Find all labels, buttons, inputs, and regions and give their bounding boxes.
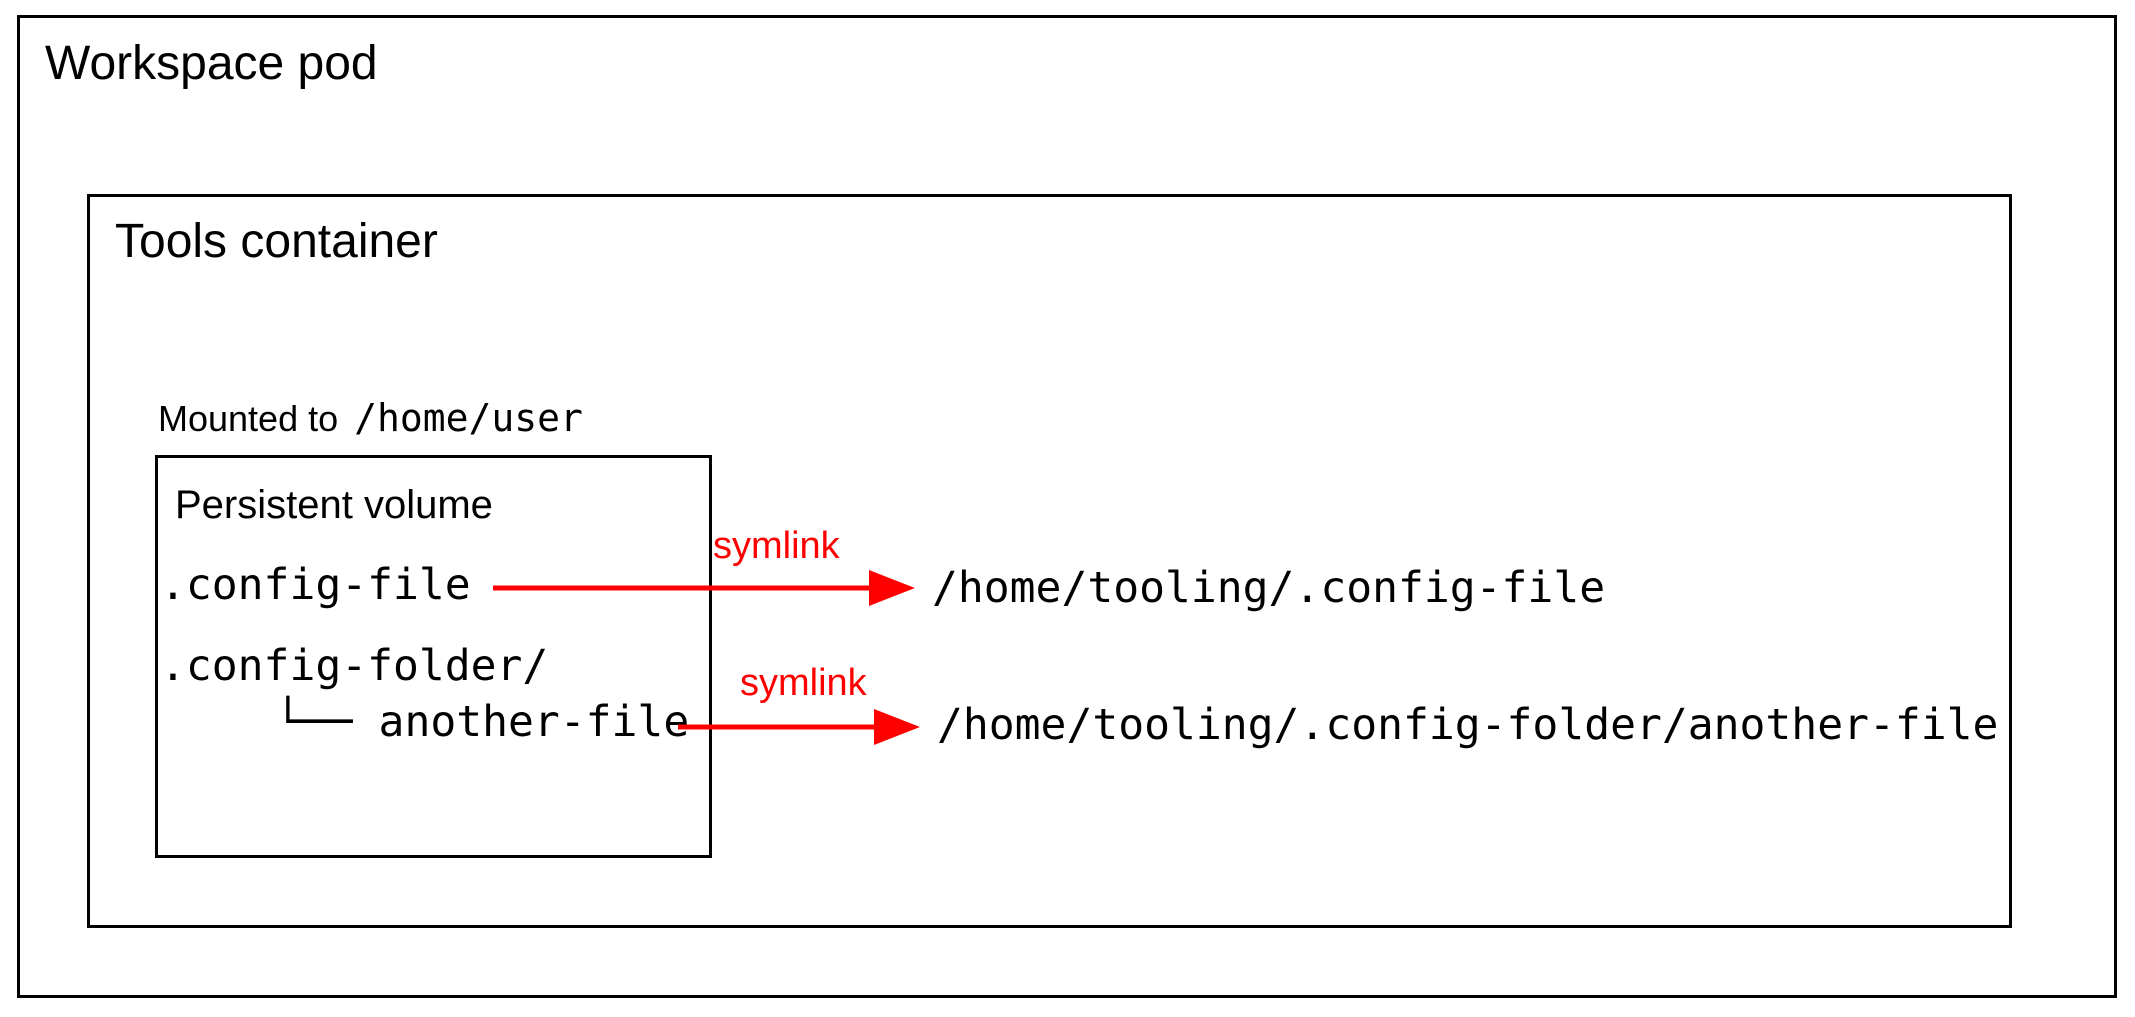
mount-path: /home/user: [354, 396, 583, 440]
symlink-label-1: symlink: [713, 525, 840, 567]
workspace-pod-box: [17, 15, 2117, 998]
tree-branch-another-file: └── another-file: [275, 697, 690, 747]
symlink-label-2: symlink: [740, 662, 867, 704]
tools-container-label: Tools container: [115, 215, 438, 268]
symlink-target-2: /home/tooling/.config-folder/another-fil…: [937, 700, 1999, 750]
tools-container-box: [87, 194, 2012, 928]
mount-caption: Mounted to/home/user: [158, 396, 583, 440]
workspace-pod-label: Workspace pod: [45, 37, 378, 90]
persistent-volume-label: Persistent volume: [175, 483, 493, 527]
folder-entry-config-folder: .config-folder/: [160, 641, 549, 691]
mount-caption-text: Mounted to: [158, 398, 339, 439]
persistent-volume-box: [155, 455, 712, 858]
symlink-target-1: /home/tooling/.config-file: [932, 563, 1606, 613]
file-entry-config-file: .config-file: [160, 560, 471, 610]
